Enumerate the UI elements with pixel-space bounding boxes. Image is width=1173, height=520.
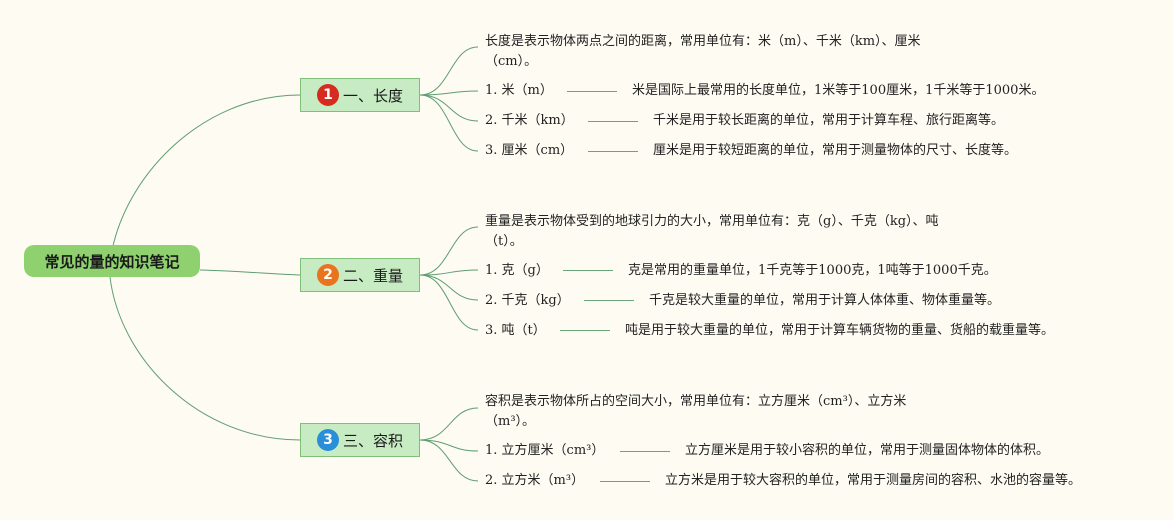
weight-item-desc: 克是常用的重量单位，1千克等于1000克，1吨等于1000千克。: [628, 263, 997, 278]
length-definition: 长度是表示物体两点之间的距离，常用单位有：米（m）、千米（km）、厘米 （cm）…: [485, 32, 975, 72]
item-dash: [560, 330, 610, 331]
definition-line: 长度是表示物体两点之间的距离，常用单位有：米（m）、千米（km）、厘米: [485, 34, 921, 49]
definition-line: 重量是表示物体受到的地球引力的大小，常用单位有：克（g）、千克（kg）、吨: [485, 214, 939, 229]
weight-item-term: 1. 克（g）: [485, 263, 549, 278]
weight-item-desc: 千克是较大重量的单位，常用于计算人体体重、物体重量等。: [649, 293, 1001, 308]
number-1-badge-icon: 1: [316, 84, 339, 106]
length-item-term: 1. 米（m）: [485, 83, 553, 98]
number-3-badge-icon: 3: [316, 429, 339, 451]
definition-line: （cm）。: [485, 54, 538, 69]
root-node[interactable]: 常见的量的知识笔记: [24, 245, 200, 277]
volume-item-term: 2. 立方米（m³）: [485, 473, 585, 488]
branch-length[interactable]: 1 一、长度: [300, 78, 420, 112]
length-item-term: 3. 厘米（cm）: [485, 143, 574, 158]
length-item-desc: 米是国际上最常用的长度单位，1米等于100厘米，1千米等于1000米。: [632, 83, 1045, 98]
branch-label: 三、容积: [342, 431, 403, 450]
branch-label: 一、长度: [342, 86, 403, 105]
weight-definition: 重量是表示物体受到的地球引力的大小，常用单位有：克（g）、千克（kg）、吨 （t…: [485, 212, 975, 252]
definition-line: （t）。: [485, 234, 523, 249]
weight-item-term: 2. 千克（kg）: [485, 293, 570, 308]
weight-item-term: 3. 吨（t）: [485, 323, 546, 338]
length-item-desc: 千米是用于较长距离的单位，常用于计算车程、旅行距离等。: [653, 113, 1005, 128]
length-item-term: 2. 千米（km）: [485, 113, 574, 128]
item-dash: [620, 451, 670, 452]
weight-item-desc: 吨是用于较大重量的单位，常用于计算车辆货物的重量、货船的载重量等。: [625, 323, 1055, 338]
branch-label: 二、重量: [342, 266, 403, 285]
number-2-badge-icon: 2: [316, 264, 339, 286]
item-dash: [563, 270, 613, 271]
item-dash: [567, 91, 617, 92]
volume-item-desc: 立方厘米是用于较小容积的单位，常用于测量固体物体的体积。: [685, 443, 1050, 458]
item-dash: [584, 300, 634, 301]
item-dash: [600, 481, 650, 482]
definition-line: （m³）。: [485, 414, 536, 429]
definition-line: 容积是表示物体所占的空间大小，常用单位有：立方厘米（cm³）、立方米: [485, 394, 907, 409]
root-label: 常见的量的知识笔记: [44, 252, 180, 271]
length-item-desc: 厘米是用于较短距离的单位，常用于测量物体的尺寸、长度等。: [653, 143, 1018, 158]
volume-definition: 容积是表示物体所占的空间大小，常用单位有：立方厘米（cm³）、立方米 （m³）。: [485, 392, 975, 432]
item-dash: [588, 151, 638, 152]
volume-item-desc: 立方米是用于较大容积的单位，常用于测量房间的容积、水池的容量等。: [665, 473, 1082, 488]
volume-item-term: 1. 立方厘米（cm³）: [485, 443, 605, 458]
item-dash: [588, 121, 638, 122]
branch-volume[interactable]: 3 三、容积: [300, 423, 420, 457]
branch-weight[interactable]: 2 二、重量: [300, 258, 420, 292]
